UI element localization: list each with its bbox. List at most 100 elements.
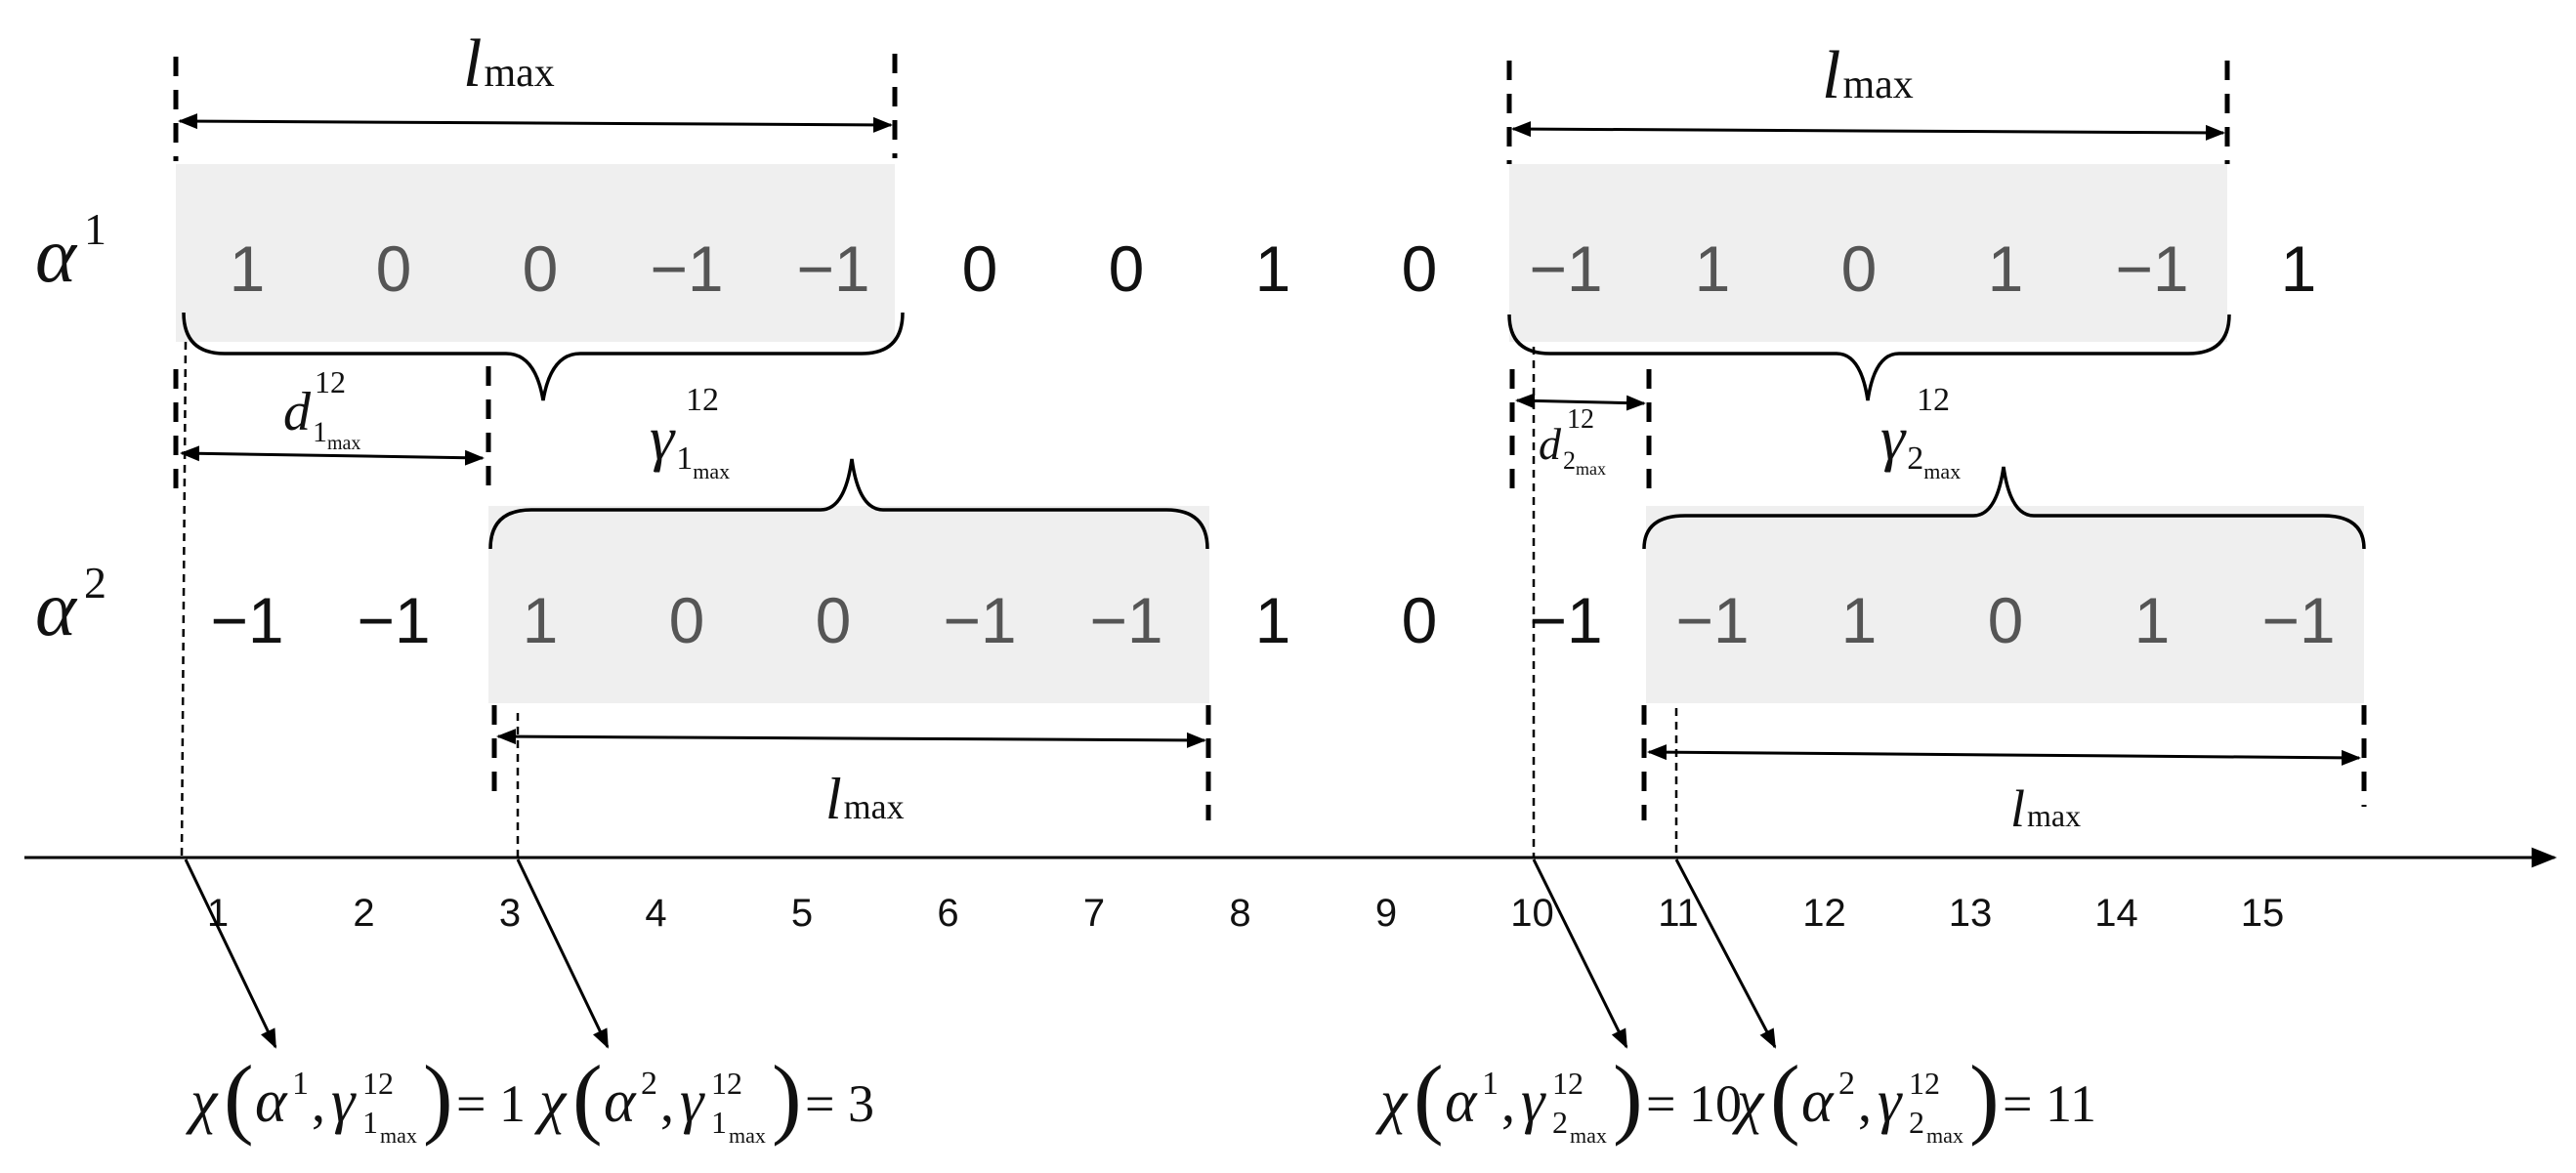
pointer-arrow	[1532, 859, 1628, 1049]
formula-alpha-sup: 2	[641, 1066, 657, 1102]
alpha1-value: −1	[1529, 232, 1602, 305]
formula-paren: )	[772, 1047, 802, 1147]
alpha1-value: 1	[1988, 232, 2024, 305]
lmax-arrow-bottom-left	[496, 729, 1206, 748]
alpha1-value: 0	[376, 232, 412, 305]
alpha2-value: 1	[1841, 584, 1878, 656]
axis-tick-label: 12	[1802, 892, 1846, 935]
formula-comma: ,	[660, 1073, 674, 1134]
alpha2-value: −1	[1529, 584, 1602, 656]
pointer-arrow	[1674, 859, 1777, 1049]
alpha1-value: 0	[1841, 232, 1878, 305]
formula-gamma: γ	[331, 1068, 357, 1135]
formula-paren: (	[224, 1047, 254, 1147]
formula-chi: χ	[1375, 1068, 1409, 1135]
formula-alpha-sup: 1	[1482, 1066, 1499, 1102]
lmax-arrow-top-right	[1511, 121, 2225, 141]
gamma2-label-sup: 12	[1917, 382, 1950, 418]
formula-gamma-sub: 1	[362, 1105, 378, 1140]
axis-tick-label: 3	[499, 892, 521, 935]
alpha2-gamma1-box	[488, 506, 1209, 703]
pointer-arrow	[184, 859, 277, 1049]
formula-paren: (	[1770, 1047, 1800, 1147]
formula-gamma-subsub: max	[1926, 1123, 1964, 1148]
axis-tick-label: 8	[1229, 892, 1250, 935]
gamma2-brace-alpha1	[1507, 314, 2231, 401]
formula-alpha: α	[1801, 1068, 1835, 1135]
alpha2-gamma2-box	[1646, 506, 2364, 703]
alpha2-value: −1	[357, 584, 430, 656]
alpha1-value: 1	[1255, 232, 1291, 305]
alpha2-value: −1	[943, 584, 1016, 656]
d2-arrow	[1515, 393, 1646, 411]
axis-tick-label: 7	[1083, 892, 1105, 935]
lmax-arrow-bottom-right	[1647, 744, 2361, 766]
formula-paren: (	[572, 1047, 603, 1147]
axis-tick-label: 14	[2094, 892, 2138, 935]
formula-gamma-sub: 2	[1909, 1105, 1924, 1140]
formula-gamma-subsub: max	[1570, 1123, 1607, 1148]
axis-tick-label: 5	[791, 892, 813, 935]
axis-tick-label: 13	[1949, 892, 1993, 935]
formula-gamma-sup: 12	[711, 1066, 742, 1101]
axis-tick-label: 15	[2241, 892, 2285, 935]
lmax-label-top-left: lmax	[463, 26, 555, 102]
formula-gamma: γ	[680, 1068, 705, 1135]
formula-gamma-sub: 1	[711, 1105, 727, 1140]
formula-gamma-sup: 12	[362, 1066, 394, 1101]
alpha1-value: −1	[2115, 232, 2188, 305]
gamma1-brace-alpha1	[182, 312, 905, 401]
formula-result: = 10	[1646, 1074, 1742, 1133]
formula-gamma-sup: 12	[1909, 1066, 1940, 1101]
lmax-label-bottom-left: lmax	[825, 767, 905, 831]
alpha2-value: 1	[523, 584, 559, 656]
axis-tick-label: 9	[1375, 892, 1397, 935]
formula-gamma-sub: 2	[1552, 1105, 1568, 1140]
formula-alpha: α	[1445, 1068, 1478, 1135]
formula-alpha-sup: 2	[1838, 1066, 1855, 1102]
formula-result: = 3	[805, 1074, 874, 1133]
formula-chi: χ	[534, 1068, 568, 1135]
alpha2-value: 1	[1255, 584, 1291, 656]
formula-alpha: α	[255, 1068, 288, 1135]
alpha2-value: 0	[1402, 584, 1438, 656]
alpha2-value: 0	[1988, 584, 2024, 656]
alpha1-gamma2-box	[1509, 164, 2227, 342]
formula-gamma-subsub: max	[729, 1123, 766, 1148]
alpha1-value: 0	[523, 232, 559, 305]
pointer-arrow	[516, 859, 610, 1049]
formula-chi: χ	[1732, 1068, 1765, 1135]
formula-paren: )	[423, 1047, 453, 1147]
alpha1-value: 1	[2281, 232, 2317, 305]
alpha1-value: 0	[1109, 232, 1145, 305]
formula-comma: ,	[1501, 1073, 1515, 1134]
formula-gamma-sup: 12	[1552, 1066, 1584, 1101]
alpha2-value: 0	[669, 584, 705, 656]
gamma2-label: γ2max	[1880, 403, 1961, 483]
alpha2-value: −1	[210, 584, 283, 656]
alpha2-value: 0	[816, 584, 852, 656]
formula-alpha-sup: 1	[292, 1066, 309, 1102]
gamma1-label: γ1max	[650, 403, 730, 483]
formula-chi: χ	[186, 1068, 219, 1135]
position-guide	[180, 341, 188, 858]
axis-tick-label: 11	[1658, 892, 1699, 935]
alpha1-gamma1-box	[176, 164, 895, 342]
d2-label: d2max	[1539, 419, 1606, 479]
formula-comma: ,	[312, 1073, 325, 1134]
axis-tick-label: 4	[645, 892, 666, 935]
alpha1-value: −1	[796, 232, 869, 305]
d1-label: d1max	[283, 382, 360, 454]
formula-comma: ,	[1858, 1073, 1872, 1134]
gamma1-label-sup: 12	[686, 382, 719, 418]
alpha1-value: 1	[1695, 232, 1731, 305]
lmax-label-top-right: lmax	[1822, 38, 1914, 113]
alpha2-value: −1	[2261, 584, 2335, 656]
formula-gamma-subsub: max	[380, 1123, 417, 1148]
axis-tick-label: 6	[937, 892, 958, 935]
